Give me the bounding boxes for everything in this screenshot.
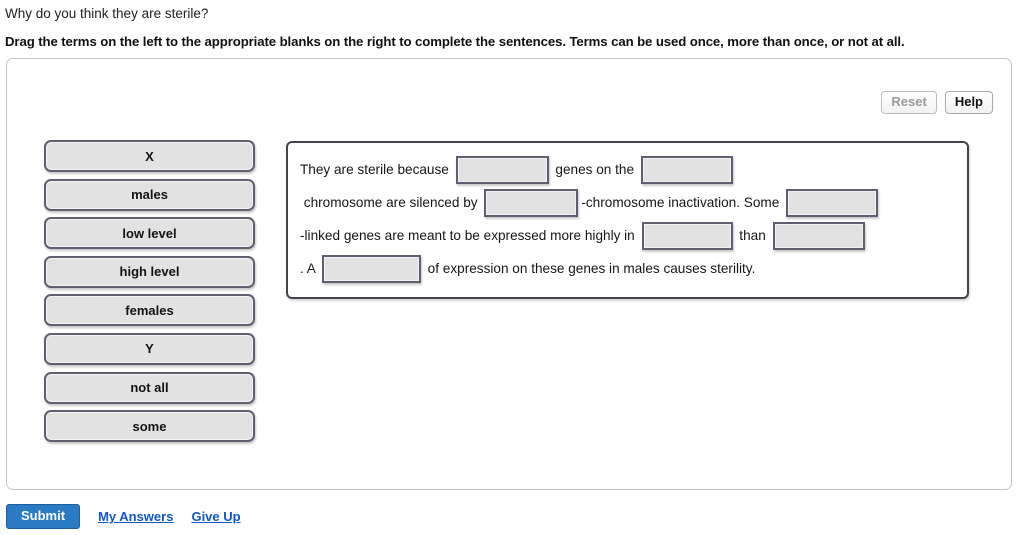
sentence-fragment: -linked genes are meant to be expressed … bbox=[300, 228, 639, 243]
sentence-fragment: chromosome are silenced by bbox=[300, 195, 482, 210]
term-label: Y bbox=[145, 341, 154, 357]
answer-blank[interactable] bbox=[641, 222, 733, 251]
term-tile[interactable]: high level bbox=[44, 255, 255, 288]
instructions-text: Drag the terms on the left to the approp… bbox=[5, 34, 905, 49]
term-label: females bbox=[125, 302, 174, 318]
answer-blank[interactable] bbox=[321, 255, 421, 284]
answer-blank[interactable] bbox=[455, 156, 549, 185]
term-tile[interactable]: low level bbox=[44, 217, 255, 250]
sentence-panel: They are sterile because genes on the ch… bbox=[286, 141, 969, 299]
term-label: some bbox=[132, 418, 167, 434]
reset-button[interactable]: Reset bbox=[881, 91, 937, 114]
term-tile[interactable]: Y bbox=[44, 332, 255, 365]
my-answers-link[interactable]: My Answers bbox=[98, 509, 174, 524]
term-tile[interactable]: some bbox=[44, 410, 255, 443]
term-label: X bbox=[145, 148, 154, 164]
footer-actions: Submit My Answers Give Up bbox=[6, 504, 241, 529]
sentence-fragment: of expression on these genes in males ca… bbox=[423, 261, 756, 276]
term-tile[interactable]: males bbox=[44, 178, 255, 211]
term-tile[interactable]: X bbox=[44, 140, 255, 172]
sentence-fragment: They are sterile because bbox=[300, 162, 453, 177]
sentence-fragment: -chromosome inactivation. Some bbox=[581, 195, 784, 210]
term-label: low level bbox=[122, 225, 177, 241]
sentence-fragment: than bbox=[735, 228, 770, 243]
term-label: males bbox=[131, 187, 168, 203]
help-button[interactable]: Help bbox=[944, 91, 993, 114]
term-label: not all bbox=[130, 380, 169, 396]
answer-blank[interactable] bbox=[484, 189, 579, 218]
toolbar: Reset Help bbox=[881, 91, 993, 114]
term-tile[interactable]: females bbox=[44, 294, 255, 327]
submit-button[interactable]: Submit bbox=[6, 504, 81, 529]
sentence-text: They are sterile because genes on the ch… bbox=[300, 153, 953, 285]
give-up-link[interactable]: Give Up bbox=[191, 509, 241, 524]
answer-blank[interactable] bbox=[640, 156, 733, 185]
term-tile[interactable]: not all bbox=[44, 371, 255, 404]
answer-blank[interactable] bbox=[772, 222, 865, 251]
answer-blank[interactable] bbox=[786, 189, 879, 218]
sentence-fragment: . A bbox=[300, 261, 319, 276]
sentence-fragment: genes on the bbox=[551, 162, 638, 177]
question-text: Why do you think they are sterile? bbox=[5, 6, 209, 21]
term-label: high level bbox=[119, 264, 180, 280]
